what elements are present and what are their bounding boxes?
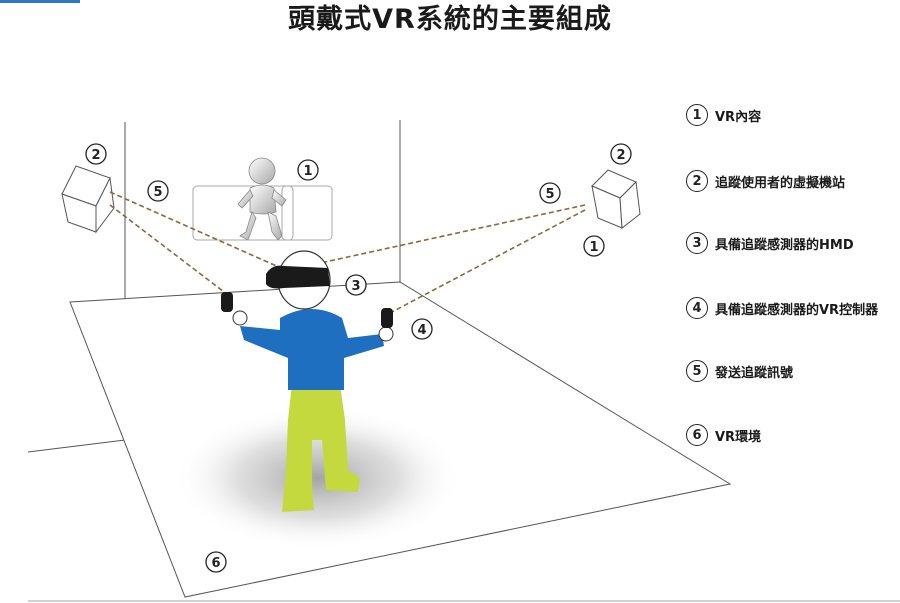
- user-figure: [221, 250, 394, 512]
- svg-text:6: 6: [211, 556, 220, 571]
- callout-right-station: 2: [610, 143, 632, 165]
- left-controller: [221, 292, 233, 312]
- callout-left-station: 2: [85, 143, 107, 165]
- diagram-title: 頭戴式VR系統的主要組成: [288, 4, 612, 35]
- svg-text:1: 1: [303, 164, 312, 179]
- legend-item-1: 1 VR內容: [686, 102, 761, 128]
- content-screen-right: [281, 185, 333, 241]
- user-pants: [282, 384, 360, 512]
- legend-number: 4: [686, 297, 708, 319]
- callout-left-signal: 5: [147, 180, 169, 202]
- callout-content: 1: [297, 159, 319, 181]
- corner-accent: [0, 0, 80, 3]
- legend-item-3: 3 具備追蹤感測器的HMD: [686, 230, 854, 256]
- svg-text:5: 5: [545, 187, 554, 202]
- left-base-station: [61, 165, 115, 234]
- legend-label: VR內容: [715, 109, 762, 125]
- legend-number: 6: [686, 424, 708, 446]
- svg-text:2: 2: [616, 148, 625, 163]
- vr-content-figure: [237, 157, 287, 241]
- legend-label: VR環境: [715, 429, 762, 445]
- legend-number: 3: [686, 232, 708, 254]
- callout-controller: 4: [411, 318, 433, 340]
- content-screen-left: [192, 185, 294, 241]
- svg-text:4: 4: [417, 323, 426, 338]
- callout-right-signal: 5: [539, 182, 561, 204]
- hmd-headset: [266, 265, 330, 289]
- svg-text:1: 1: [589, 240, 598, 255]
- tracking-signals: [109, 191, 586, 313]
- floor-shadow: [173, 406, 463, 550]
- svg-text:3: 3: [351, 279, 360, 294]
- legend-number: 2: [686, 170, 708, 192]
- legend-number: 5: [686, 360, 708, 382]
- legend-label: 追蹤使用者的虛擬機站: [715, 175, 846, 191]
- user-shirt: [240, 309, 384, 390]
- legend-label: 發送追蹤訊號: [715, 365, 794, 381]
- legend-label: 具備追蹤感測器的HMD: [715, 237, 854, 253]
- svg-text:2: 2: [91, 148, 100, 163]
- callout-right-content: 1: [583, 235, 605, 257]
- legend-item-2: 2 追蹤使用者的虛擬機站: [686, 168, 845, 194]
- legend-item-5: 5 發送追蹤訊號: [686, 358, 793, 384]
- legend-label: 具備追蹤感測器的VR控制器: [715, 302, 879, 318]
- callout-hmd: 3: [345, 274, 367, 296]
- right-controller: [381, 308, 393, 328]
- svg-text:5: 5: [153, 185, 162, 200]
- legend-number: 1: [686, 104, 708, 126]
- callout-environment: 6: [205, 551, 227, 573]
- legend-item-6: 6 VR環境: [686, 422, 761, 448]
- legend-item-4: 4 具備追蹤感測器的VR控制器: [686, 295, 878, 321]
- bottom-border: [28, 600, 900, 602]
- right-base-station: [591, 169, 641, 229]
